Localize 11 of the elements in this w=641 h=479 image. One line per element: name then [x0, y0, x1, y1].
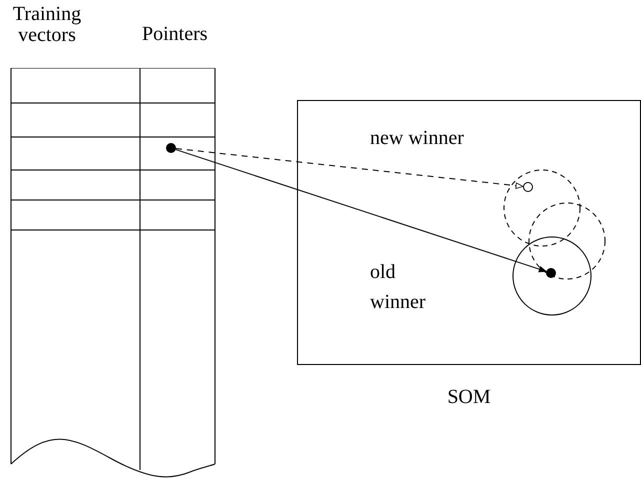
arrow [175, 148, 524, 189]
column-heading: Pointers [142, 24, 209, 45]
som-box [297, 100, 641, 365]
text-label: old winner [370, 260, 427, 315]
text-label: new winner [370, 126, 464, 151]
arrow [175, 149, 547, 272]
node-dot [546, 268, 556, 278]
node-dot [523, 182, 533, 192]
node-dot [166, 143, 176, 153]
box-caption: SOM [446, 387, 492, 408]
column-heading: Training vectors [12, 4, 82, 46]
